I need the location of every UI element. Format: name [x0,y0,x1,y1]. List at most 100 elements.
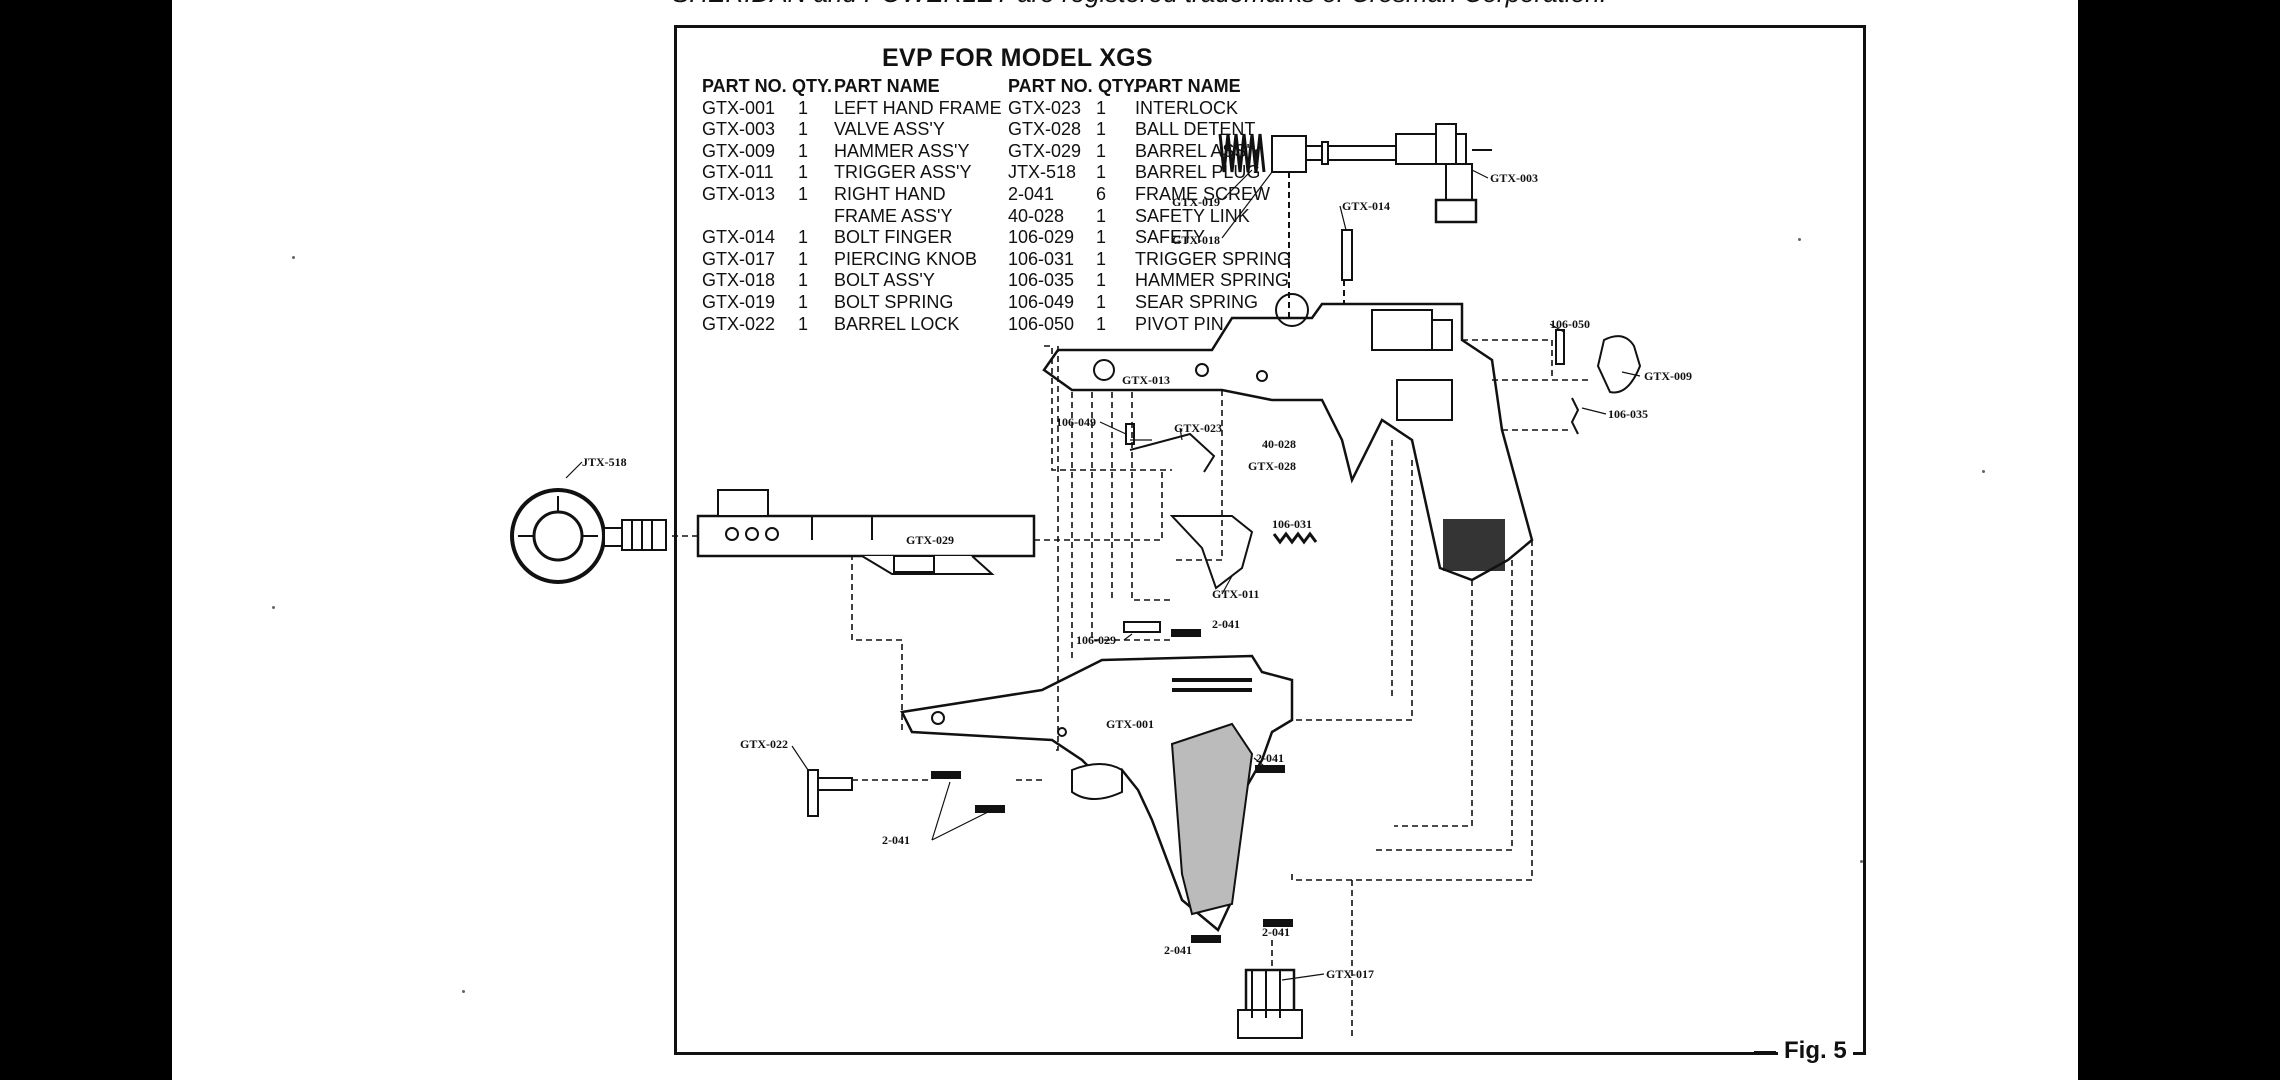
part-name-cell: RIGHT HAND [834,183,946,204]
scan-speck [1860,860,1863,863]
figure-label: Fig. 5 [1778,1037,1853,1065]
scan-speck [1982,470,1985,473]
part-no-cell: GTX-017 [702,248,776,269]
callout-gtx-003: GTX-003 [1490,171,1538,185]
part-name-cell: PIVOT PIN [1135,313,1224,334]
part-no-cell: 106-029 [1008,227,1075,248]
document-page: SHERIDAN and POWERLET are registered tra… [172,0,2078,1080]
scan-speck [292,256,295,259]
trigger-part [1169,515,1318,590]
header-part-name: PART NAME [1135,76,1241,96]
table-row: GTX-011 1 TRIGGER ASS'Y [702,162,1002,184]
qty-cell: 1 [798,248,809,269]
callout-2-041-top: 2-041 [1212,617,1240,631]
part-name-cell: VALVE ASS'Y [834,119,945,140]
table-row: 106-029 1 SAFETY [1008,227,1288,249]
callout-gtx-014: GTX-014 [1342,199,1390,213]
part-name-cell: BARREL PLUG [1135,162,1261,183]
table-row: GTX-018 1 BOLT ASS'Y [702,270,1002,292]
callout-gtx-019: GTX-019 [1172,195,1220,209]
exploded-parts-diagram: GTX-003 GTX-019 GTX-018 GTX-014 106-050 … [510,123,1692,1040]
qty-cell: 1 [1096,313,1107,334]
barrel-lock-part [807,769,853,817]
part-no-cell: GTX-009 [702,140,776,161]
part-name-cell: BOLT FINGER [834,227,953,248]
part-name-cell: FRAME ASS'Y [834,205,953,226]
frame-screws [931,629,1293,943]
part-no-cell: GTX-011 [702,162,774,183]
qty-cell: 1 [1096,97,1107,118]
part-name-cell: BARREL LOCK [834,313,960,334]
callout-gtx-018: GTX-018 [1172,233,1220,247]
qty-cell: 1 [798,313,809,334]
qty-cell: 1 [798,140,809,161]
callout-106-031: 106-031 [1272,517,1312,531]
scan-speck [272,606,275,609]
header-qty: QTY. [1098,76,1139,96]
part-name-cell: LEFT HAND FRAME [834,97,1002,118]
qty-cell: 6 [1096,183,1107,204]
qty-cell: 1 [798,162,809,183]
piercing-knob-part [1237,968,1303,1039]
qty-cell: 1 [798,97,809,118]
callout-gtx-009: GTX-009 [1644,369,1692,383]
part-no-cell: 106-035 [1008,270,1075,291]
table-row: GTX-003 1 VALVE ASS'Y [702,119,1002,141]
qty-cell: 1 [1096,248,1107,269]
table-row: GTX-009 1 HAMMER ASS'Y [702,141,1002,163]
bolt-spring-part [1218,133,1266,173]
figure-frame [674,25,1866,1055]
part-no-cell: 106-050 [1008,313,1075,334]
part-name-cell: BOLT ASS'Y [834,270,935,291]
part-name-cell: BALL DETENT [1135,119,1256,140]
callout-2-041-left: 2-041 [882,833,910,847]
barrel-assembly-part [696,489,1036,575]
callout-2-041-right: 2-041 [1256,751,1284,765]
parts-list-title: EVP FOR MODEL XGS [882,44,1153,72]
part-no-cell: GTX-003 [702,119,776,140]
bolt-finger-part [1341,229,1353,281]
callout-106-049: 106-049 [1056,415,1096,429]
part-no-cell: 106-049 [1008,291,1075,312]
header-part-name: PART NAME [834,76,940,96]
part-no-cell: 40-028 [1008,205,1065,226]
header-part-no: PART NO. [1008,76,1093,96]
callout-106-050: 106-050 [1550,317,1590,331]
qty-cell: 1 [798,270,809,291]
safety-part [1123,621,1161,633]
left-hand-frame-part [900,654,1294,932]
scan-speck [462,990,465,993]
part-no-cell: GTX-018 [702,270,776,291]
part-name-cell: BOLT SPRING [834,291,954,312]
part-name-cell: SAFETY [1135,227,1206,248]
part-no-cell: GTX-013 [702,183,776,204]
part-name-cell: HAMMER ASS'Y [834,140,970,161]
qty-cell: 1 [798,291,809,312]
qty-cell: 1 [1096,162,1107,183]
part-name-cell: TRIGGER ASS'Y [834,162,972,183]
callout-2-041-bottom-right: 2-041 [1262,925,1290,939]
callout-gtx-017: GTX-017 [1326,967,1374,981]
qty-cell: 1 [798,119,809,140]
part-no-cell: GTX-014 [702,227,776,248]
part-no-cell: GTX-028 [1008,119,1082,140]
part-no-cell: GTX-029 [1008,140,1082,161]
table-row: 106-050 1 PIVOT PIN [1008,314,1288,336]
callout-gtx-023: GTX-023 [1174,421,1222,435]
qty-cell: 1 [1096,227,1107,248]
callout-gtx-029: GTX-029 [906,533,954,547]
callout-gtx-022: GTX-022 [740,737,788,751]
table-header-row: PART NO. QTY. PART NAME [702,76,1002,98]
